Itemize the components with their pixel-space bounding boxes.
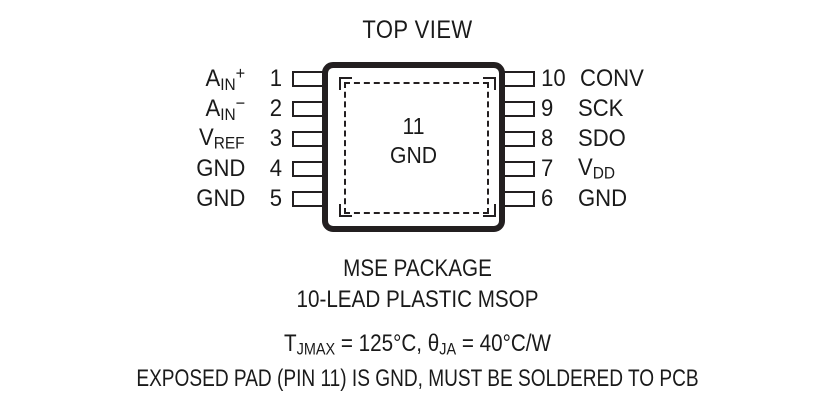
lead-pin-8 <box>500 131 535 147</box>
pin-label-row-1: AIN+ 1 <box>40 63 283 94</box>
exposed-pad-number: 11 <box>402 113 425 139</box>
pin-number-2: 2 <box>269 95 282 122</box>
exposed-pad-corner-top-right <box>483 77 496 90</box>
pin-number-10: 10 <box>541 65 566 92</box>
exposed-pad-corner-top-left <box>339 77 352 90</box>
pin-name-9: SCK <box>578 95 624 122</box>
package-description-caption: 10-LEAD PLASTIC MSOP <box>296 286 539 313</box>
pin-name-10: CONV <box>579 65 644 92</box>
pin-number-4: 4 <box>269 155 282 182</box>
pin-number-3: 3 <box>269 125 282 152</box>
package-body: 11 GND <box>322 62 505 232</box>
thermal-spec-caption: TJMAX = 125°C, θJA = 40°C/W <box>284 330 551 359</box>
pin-label-row-3: VREF 3 <box>40 124 283 153</box>
page-title: TOP VIEW <box>362 16 473 44</box>
pin-number-7: 7 <box>541 155 554 182</box>
pin-number-9: 9 <box>541 95 554 122</box>
exposed-pad-note-caption: EXPOSED PAD (PIN 11) IS GND, MUST BE SOL… <box>136 365 699 392</box>
lead-pin-7 <box>500 161 535 177</box>
lead-pin-10 <box>500 71 535 87</box>
pin-name-8: SDO <box>578 125 626 152</box>
pin-name-3: VREF <box>199 124 245 153</box>
exposed-pad-outline <box>344 82 489 214</box>
exposed-pad-corner-bottom-right <box>483 204 496 217</box>
pin-number-1: 1 <box>269 65 282 92</box>
pin-name-2: AIN− <box>205 93 245 124</box>
pin-name-7: VDD <box>578 154 616 183</box>
pin-label-row-2: AIN− 2 <box>40 93 283 124</box>
pin-name-1: AIN+ <box>205 63 245 94</box>
exposed-pad-text: 11 GND <box>335 112 492 171</box>
pin-label-row-5: GND 5 <box>40 185 283 212</box>
exposed-pad-corner-bottom-left <box>339 204 352 217</box>
pin-label-row-10: 10 CONV <box>540 65 800 92</box>
pin-label-row-8: 8 SDO <box>540 125 800 152</box>
pin-label-row-6: 6 GND <box>540 185 800 212</box>
pin-number-8: 8 <box>541 125 554 152</box>
lead-pin-9 <box>500 101 535 117</box>
pin-number-5: 5 <box>269 185 282 212</box>
pin-label-row-9: 9 SCK <box>540 95 800 122</box>
lead-pin-6 <box>500 191 535 207</box>
pin-name-4: GND <box>195 155 245 182</box>
pin-label-row-4: GND 4 <box>40 155 283 182</box>
exposed-pad-label: GND <box>389 142 438 169</box>
package-name-caption: MSE PACKAGE <box>343 255 492 282</box>
pin-label-row-7: 7 VDD <box>540 154 800 183</box>
pin-name-5: GND <box>195 185 245 212</box>
pin-number-6: 6 <box>541 185 554 212</box>
pin-name-6: GND <box>578 185 628 212</box>
